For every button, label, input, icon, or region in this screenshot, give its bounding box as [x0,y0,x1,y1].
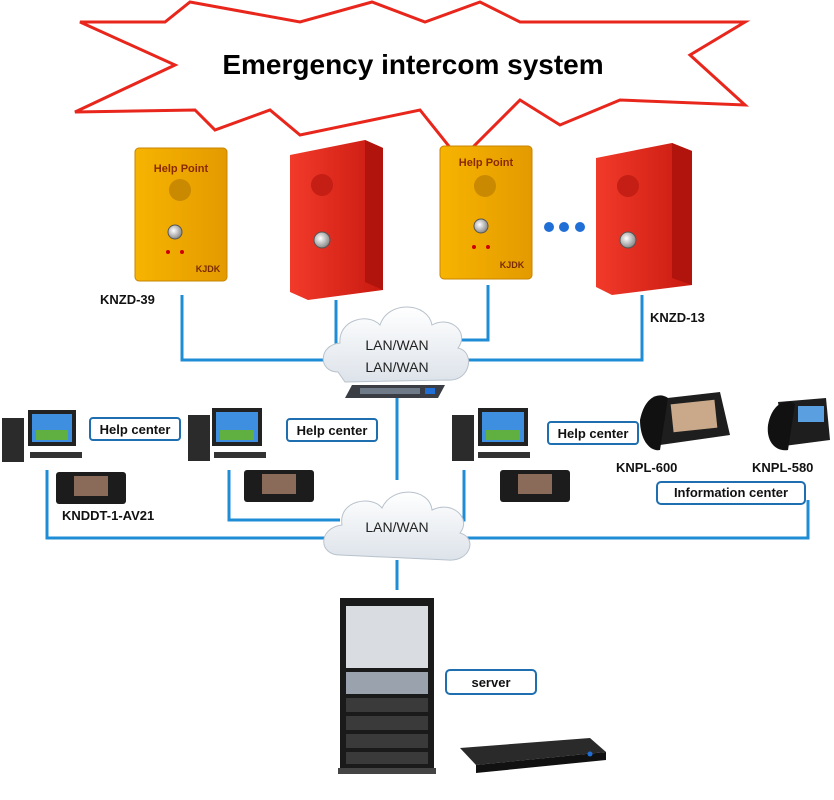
page-title: Emergency intercom system [222,49,603,80]
cloud-icon [322,306,469,383]
workstation-1 [2,410,126,504]
label-knddt: KNDDT-1-AV21 [62,508,154,523]
help-center-label-3: Help center [558,426,629,441]
help-center-label-2: Help center [297,423,368,438]
title-banner: Emergency intercom system [74,0,751,163]
call-button-icon [313,231,331,249]
label-knpl600: KNPL-600 [616,460,677,475]
svg-text:KJDK: KJDK [500,260,525,270]
cloud-top-line2: LAN/WAN [365,359,428,375]
server-label: server [471,675,510,690]
svg-text:KJDK: KJDK [196,264,221,274]
help-center-bubble-3: Help center [547,421,639,445]
red-intercom-panel-1 [290,140,383,300]
more-devices-ellipsis [544,222,585,232]
call-button-icon [473,218,489,234]
call-button-icon [167,224,183,240]
cloud-icon [323,491,471,561]
red-intercom-panel-knzd13 [596,143,692,295]
help-center-label-1: Help center [100,422,171,437]
ip-phone-knpl600 [640,392,730,451]
information-center-bubble: Information center [656,481,806,505]
star-burst-shape [74,0,751,163]
server-rack [338,598,436,774]
help-center-bubble-1: Help center [89,417,181,441]
rack-unit-device [460,738,606,773]
ip-phone-knpl580 [767,398,830,451]
call-button-icon [619,231,637,249]
label-knzd13: KNZD-13 [650,310,705,325]
help-center-bubble-2: Help center [286,418,378,442]
speaker-grille-icon [169,179,191,201]
speaker-grille-icon [474,175,496,197]
network-switch [345,385,445,398]
workstation-3 [452,408,570,502]
help-point-knzd39: Help Point KJDK [134,147,228,282]
workstation-2 [188,408,314,502]
server-bubble: server [445,669,537,695]
help-point-2: Help Point KJDK [439,145,533,280]
help-point-label: Help Point [154,163,209,175]
cloud-top-line1: LAN/WAN [365,337,428,353]
cloud-bottom: LAN/WAN [323,491,471,561]
help-point-label-2: Help Point [459,157,514,169]
cloud-top: LAN/WAN LAN/WAN [322,306,469,383]
label-knpl580: KNPL-580 [752,460,813,475]
network-lines [45,285,810,590]
cloud-bottom-label: LAN/WAN [365,519,428,535]
information-center-label: Information center [674,485,788,500]
handset-icon [767,401,795,451]
label-knzd39: KNZD-39 [100,292,155,307]
handset-icon [640,395,668,451]
speaker-grille-icon [311,174,333,196]
speaker-grille-icon [617,175,639,197]
